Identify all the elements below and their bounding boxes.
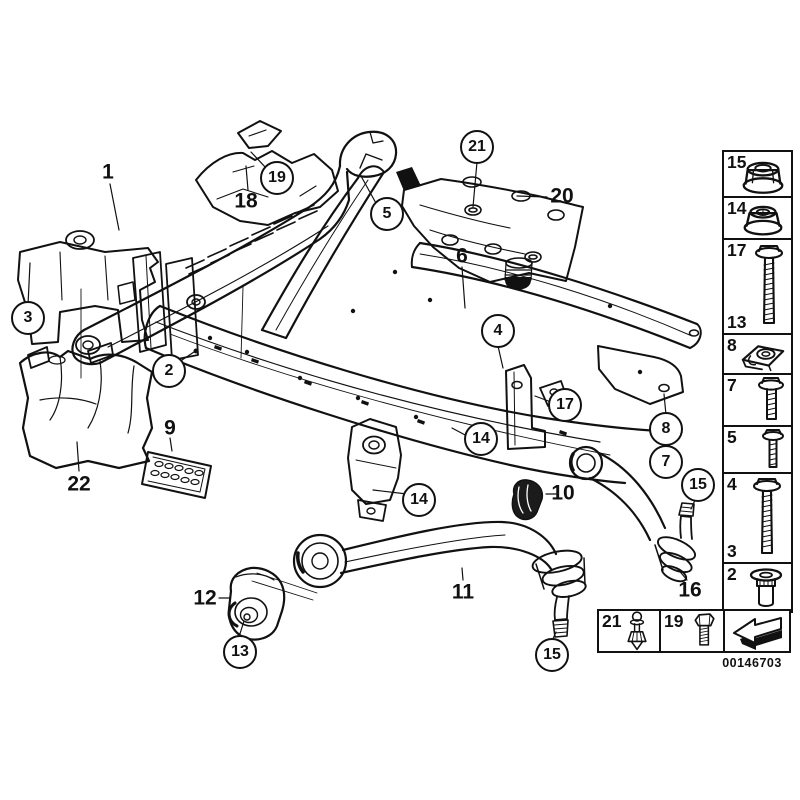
callout-11-10[interactable]: 11 (451, 580, 475, 604)
parts-box-5[interactable]: 5 (724, 427, 791, 474)
parts-box-17-13[interactable]: 17 13 (724, 240, 791, 335)
callout-20-21[interactable]: 20 (550, 184, 574, 208)
short-bolt-icon (694, 613, 715, 646)
parts-box-label: 3 (727, 540, 737, 561)
callout-9-8[interactable]: 9 (164, 416, 176, 440)
callout-22-23[interactable]: 22 (67, 472, 91, 496)
parts-box-label: 17 (727, 240, 747, 260)
parts-box-label: 19 (664, 611, 684, 631)
fastener-sidebar: 15 14 (722, 150, 793, 613)
callout-17-18[interactable]: 17 (548, 388, 582, 422)
callout-7-7[interactable]: 7 (649, 445, 683, 479)
callout-21-22[interactable]: 21 (460, 130, 494, 164)
parts-box-4-3[interactable]: 4 3 (724, 474, 791, 564)
blind-rivet-nut-icon (749, 567, 783, 607)
parts-box-label: 4 (727, 474, 737, 494)
parts-box-8[interactable]: 8 (724, 335, 791, 375)
callout-18-19[interactable]: 18 (234, 189, 258, 213)
parts-box-label: 7 (727, 375, 737, 395)
parts-box-label: 2 (727, 564, 737, 584)
parts-box-14[interactable]: 14 (724, 198, 791, 240)
callout-15-16[interactable]: 15 (535, 638, 569, 672)
small-bolt-icon (762, 428, 784, 468)
callout-6-5[interactable]: 6 (456, 244, 468, 268)
medium-bolt-icon (758, 377, 784, 420)
callout-10-9[interactable]: 10 (551, 481, 575, 505)
long-bolt-icon (754, 244, 784, 324)
long-flange-bolt-icon (752, 477, 782, 555)
parts-box-label: 21 (602, 611, 622, 631)
parts-box-19[interactable]: 19 (659, 609, 725, 653)
parts-box-label: 14 (727, 198, 747, 218)
expansion-rivet-icon (627, 611, 647, 651)
callout-4-3[interactable]: 4 (481, 314, 515, 348)
parts-box-15[interactable]: 15 (724, 152, 791, 198)
image-code: 00146703 (722, 656, 782, 670)
callout-19-20[interactable]: 19 (260, 161, 294, 195)
callout-1-0[interactable]: 1 (102, 160, 114, 184)
callout-14-14[interactable]: 14 (402, 483, 436, 517)
parts-box-label: 13 (727, 311, 747, 332)
parts-box-label: 15 (727, 152, 747, 172)
nav-arrow-box[interactable] (723, 609, 791, 653)
callout-13-12[interactable]: 13 (223, 635, 257, 669)
parts-box-21[interactable]: 21 (597, 609, 661, 653)
bottom-parts-row: 21 19 (597, 609, 791, 653)
callout-14-13[interactable]: 14 (464, 422, 498, 456)
callout-8-6[interactable]: 8 (649, 412, 683, 446)
parts-box-label: 8 (727, 335, 737, 355)
callout-16-17[interactable]: 16 (678, 578, 702, 602)
callout-3-2[interactable]: 3 (11, 301, 45, 335)
callout-5-4[interactable]: 5 (370, 197, 404, 231)
callout-12-11[interactable]: 12 (193, 586, 217, 610)
flange-nut-icon (743, 205, 783, 236)
parts-box-2[interactable]: 2 (724, 564, 791, 611)
callout-15-15[interactable]: 15 (681, 468, 715, 502)
parts-box-label: 5 (727, 427, 737, 447)
parts-box-7[interactable]: 7 (724, 375, 791, 427)
cage-nut-icon (741, 345, 785, 372)
callout-2-1[interactable]: 2 (152, 354, 186, 388)
flange-lock-nut-icon (742, 161, 784, 194)
back-arrow-icon (733, 617, 782, 650)
